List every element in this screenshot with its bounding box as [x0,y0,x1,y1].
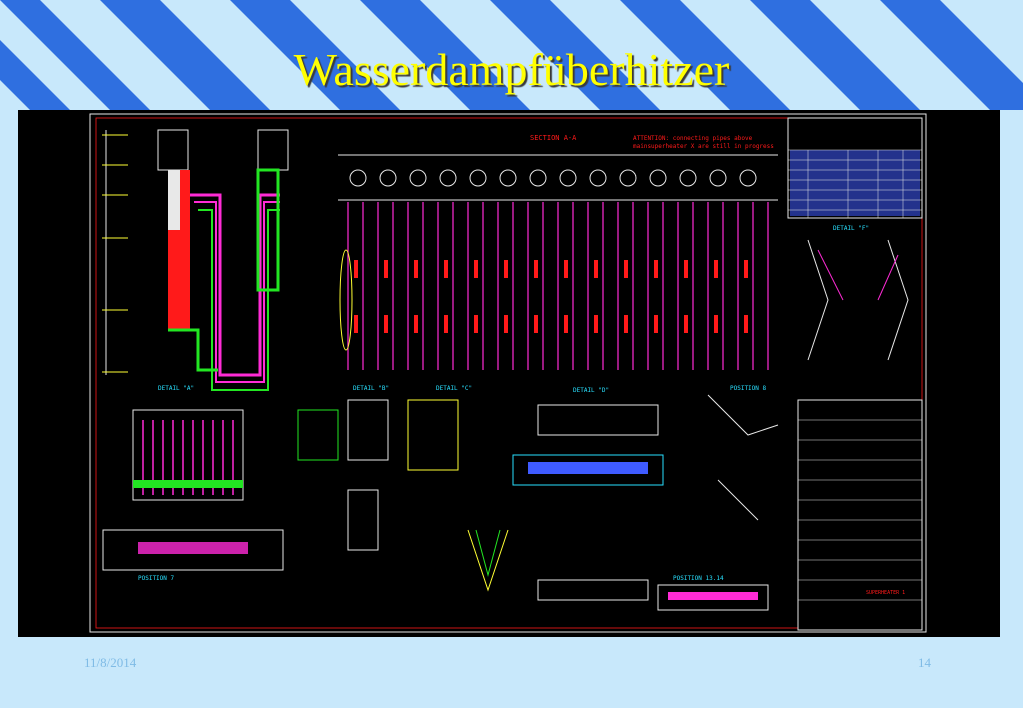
position-label-13: POSITION 13.14 [673,575,724,582]
decorative-stripe-band [0,0,1023,110]
detail-label-a: DETAIL "A" [158,385,194,392]
detail-label-b: DETAIL "B" [353,385,389,392]
cad-drawing: SECTION A-A ATTENTION: connecting pipes … [18,110,1000,637]
position-8-view: POSITION 8 [707,385,779,521]
title-block: SUPERHEATER 1 [797,399,923,631]
position-13-view: POSITION 13.14 [537,575,769,611]
slide-title: Wasserdampfüberhitzer [293,44,730,95]
title-block-name: SUPERHEATER 1 [866,590,905,596]
parts-table [787,117,923,219]
section-label: SECTION A-A [530,134,577,142]
slide-page-number: 14 [918,655,931,670]
section-a-a: SECTION A-A ATTENTION: connecting pipes … [338,134,778,370]
position-label-8: POSITION 8 [730,385,767,392]
attention-note: ATTENTION: connecting pipes above [633,135,753,142]
position-7-view: POSITION 7 [102,529,284,582]
slide-date: 11/8/2014 [84,655,137,670]
attention-note-2: mainsuperheater X are still in progress [633,143,774,150]
detail-label-f: DETAIL "F" [833,225,869,232]
detail-a-view: DETAIL "A" [132,385,244,501]
position-9-view [467,529,509,592]
detail-label-d: DETAIL "D" [573,387,609,394]
detail-label-c: DETAIL "C" [436,385,472,392]
elevation-view [102,129,289,391]
detail-f-view: DETAIL "F" [807,225,909,361]
detail-b-c-views: DETAIL "B" DETAIL "C" [297,385,472,551]
position-label-7: POSITION 7 [138,575,175,582]
detail-d-view: DETAIL "D" [512,387,664,486]
